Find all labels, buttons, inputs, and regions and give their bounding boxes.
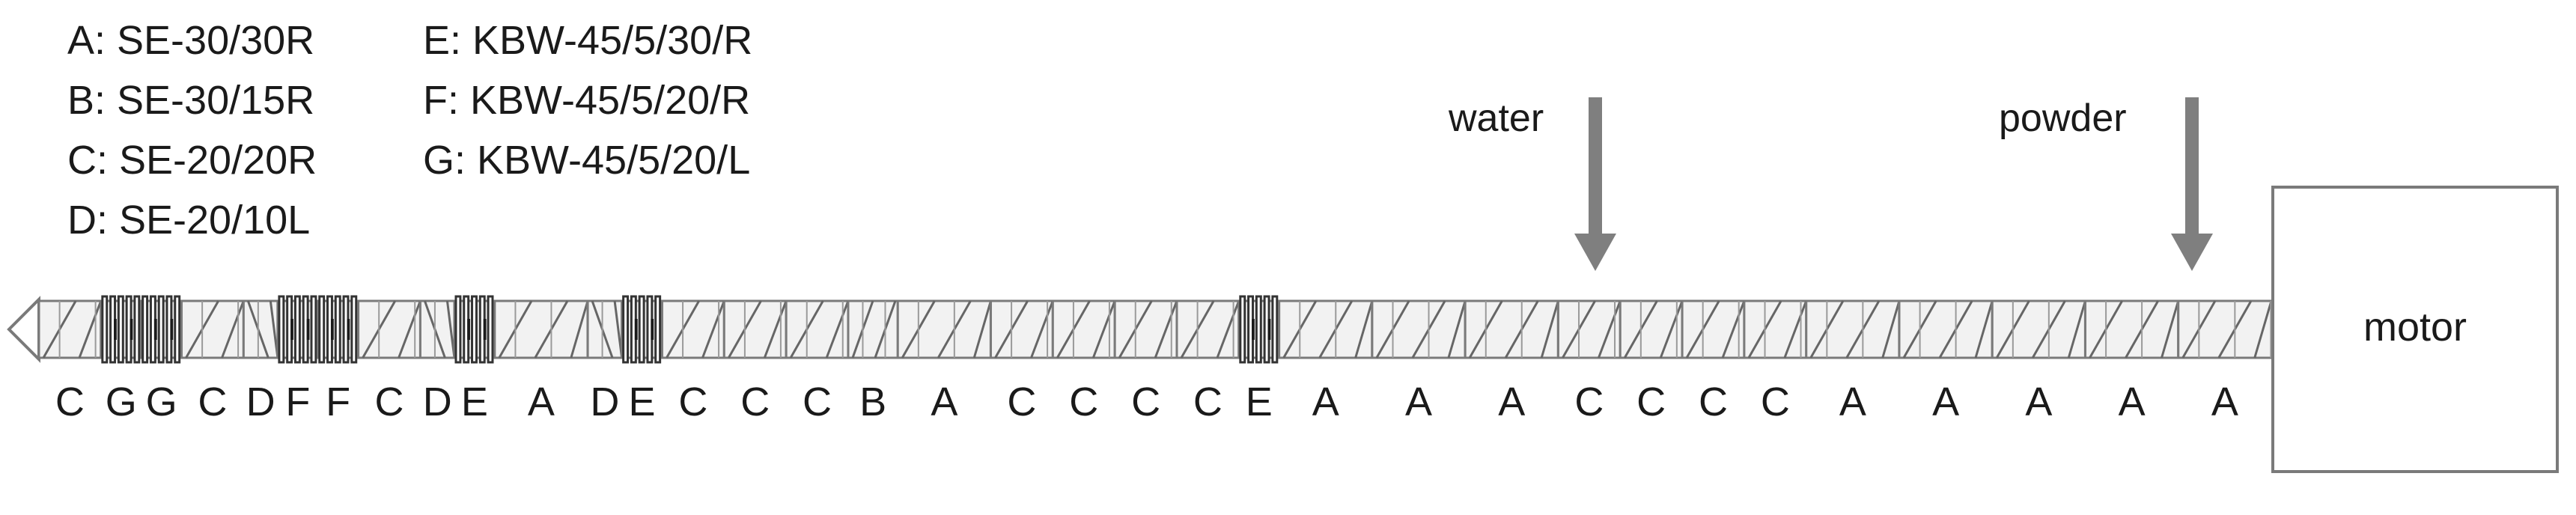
element-label: G <box>146 380 177 424</box>
element-label: F <box>326 380 350 424</box>
legend-item-a: A: SE-30/30R <box>67 18 314 63</box>
screw-element-c <box>989 299 1054 359</box>
screw-element-a <box>1371 299 1467 359</box>
screw-element-f <box>317 295 360 364</box>
screw-element-c <box>1175 299 1240 359</box>
powder-arrow-icon <box>2171 97 2213 271</box>
screw-element-a <box>1464 299 1559 359</box>
element-label: E <box>629 380 656 424</box>
water-feed-label: water <box>1448 97 1544 140</box>
screw-element-c <box>37 299 103 359</box>
element-label: C <box>1699 380 1728 424</box>
element-label: C <box>1131 380 1160 424</box>
screw-element-c <box>357 299 421 359</box>
element-label: A <box>1839 380 1866 424</box>
element-label: C <box>55 380 85 424</box>
screw-element-f <box>276 295 320 364</box>
element-label: D <box>590 380 619 424</box>
element-label: C <box>198 380 227 424</box>
legend: A: SE-30/30R B: SE-30/15R C: SE-20/20R D… <box>67 18 752 243</box>
screw-element-a <box>1898 299 1994 359</box>
screw-element-c <box>1051 299 1116 359</box>
screw-element-e <box>453 295 496 364</box>
element-label: C <box>1007 380 1036 424</box>
element-label: B <box>859 380 886 424</box>
element-label: A <box>2211 380 2238 424</box>
screw-element-e <box>1237 295 1281 364</box>
legend-item-f: F: KBW-45/5/20/R <box>423 78 750 123</box>
element-label: E <box>1246 380 1273 424</box>
screw-element-e <box>621 295 663 364</box>
motor-box: motor <box>2271 186 2559 473</box>
element-label: D <box>246 380 275 424</box>
screw-element-a <box>896 299 992 359</box>
element-label: A <box>1932 380 1959 424</box>
element-label: C <box>1069 380 1098 424</box>
element-label: C <box>740 380 770 424</box>
element-label: A <box>1312 380 1339 424</box>
element-label: A <box>2119 380 2146 424</box>
screw-element-a <box>2084 299 2180 359</box>
powder-feed-label: powder <box>1999 97 2127 140</box>
legend-item-e: E: KBW-45/5/30/R <box>423 18 752 63</box>
screw-element-g <box>140 295 183 364</box>
element-label: C <box>1636 380 1666 424</box>
element-label: C <box>1761 380 1790 424</box>
screw-element-d <box>418 299 458 359</box>
screw-element-a <box>1278 299 1374 359</box>
screw-element-c <box>722 299 788 359</box>
element-label: C <box>375 380 404 424</box>
element-label: G <box>106 380 137 424</box>
screw-element-d <box>586 299 626 359</box>
element-label: A <box>1405 380 1432 424</box>
element-label: A <box>2025 380 2052 424</box>
screw-element-c <box>660 299 725 359</box>
legend-item-b: B: SE-30/15R <box>67 78 314 123</box>
screw-element-c <box>1556 299 1622 359</box>
legend-item-c: C: SE-20/20R <box>67 138 317 183</box>
screw-element-a <box>1991 299 2086 359</box>
screw-element-b <box>847 299 899 359</box>
screw-element-c <box>180 299 245 359</box>
water-arrow-icon <box>1574 97 1616 271</box>
screw-shaft <box>37 295 2273 364</box>
screw-element-a <box>493 299 589 359</box>
screw-element-d <box>242 299 281 359</box>
screw-element-g <box>100 295 143 364</box>
element-label: E <box>461 380 488 424</box>
element-label: D <box>423 380 452 424</box>
element-label: F <box>285 380 310 424</box>
element-label: C <box>803 380 832 424</box>
screw-element-c <box>1619 299 1684 359</box>
element-label: C <box>678 380 707 424</box>
element-label: A <box>931 380 957 424</box>
motor-label: motor <box>2363 305 2467 350</box>
screw-element-c <box>1681 299 1746 359</box>
screw-element-c <box>785 299 850 359</box>
screw-element-a <box>1805 299 1901 359</box>
screw-element-c <box>1743 299 1808 359</box>
element-label: C <box>1574 380 1604 424</box>
screw-element-a <box>2177 299 2273 359</box>
screw-tip-icon <box>7 296 40 363</box>
element-label: C <box>1193 380 1222 424</box>
legend-item-g: G: KBW-45/5/20/L <box>423 138 750 183</box>
screw-element-c <box>1113 299 1178 359</box>
element-label: A <box>1498 380 1525 424</box>
element-label: A <box>528 380 555 424</box>
legend-item-d: D: SE-20/10L <box>67 198 310 243</box>
